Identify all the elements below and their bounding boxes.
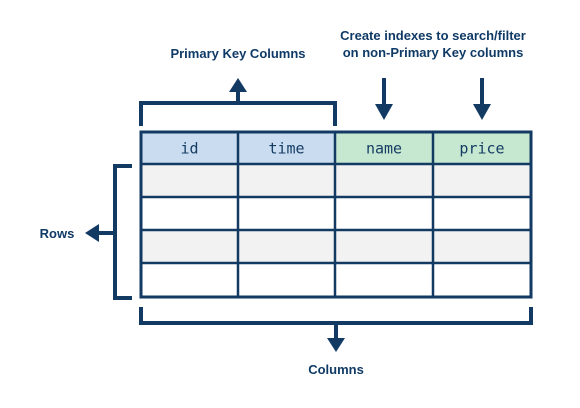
data-table: id time name price [139,130,533,299]
header-cell-price [433,132,531,164]
create-indexes-label-line1: Create indexes to search/filter [340,28,526,43]
header-cell-time [238,132,335,164]
rows-label: Rows [40,226,75,241]
primary-key-bracket [139,101,337,126]
table-outer-border [139,130,533,299]
header-label-id: id [180,140,198,158]
columns-bracket [139,307,533,325]
rows-left-arrow-icon [85,224,99,242]
name-index-down-arrow-icon [375,104,393,120]
columns-label: Columns [308,362,364,377]
header-cell-name [335,132,433,164]
header-label-name: name [366,140,402,158]
columns-down-arrow-icon [327,338,345,352]
table-grid-lines [141,132,531,297]
create-indexes-label-line2: on non-Primary Key columns [343,45,524,60]
rows-bracket [113,164,132,300]
header-label-time: time [268,140,304,158]
primary-key-columns-label: Primary Key Columns [170,46,305,61]
header-label-price: price [459,140,504,158]
price-index-down-arrow-icon [473,104,491,120]
primary-key-up-arrow-icon [229,78,247,92]
header-cell-id [141,132,238,164]
